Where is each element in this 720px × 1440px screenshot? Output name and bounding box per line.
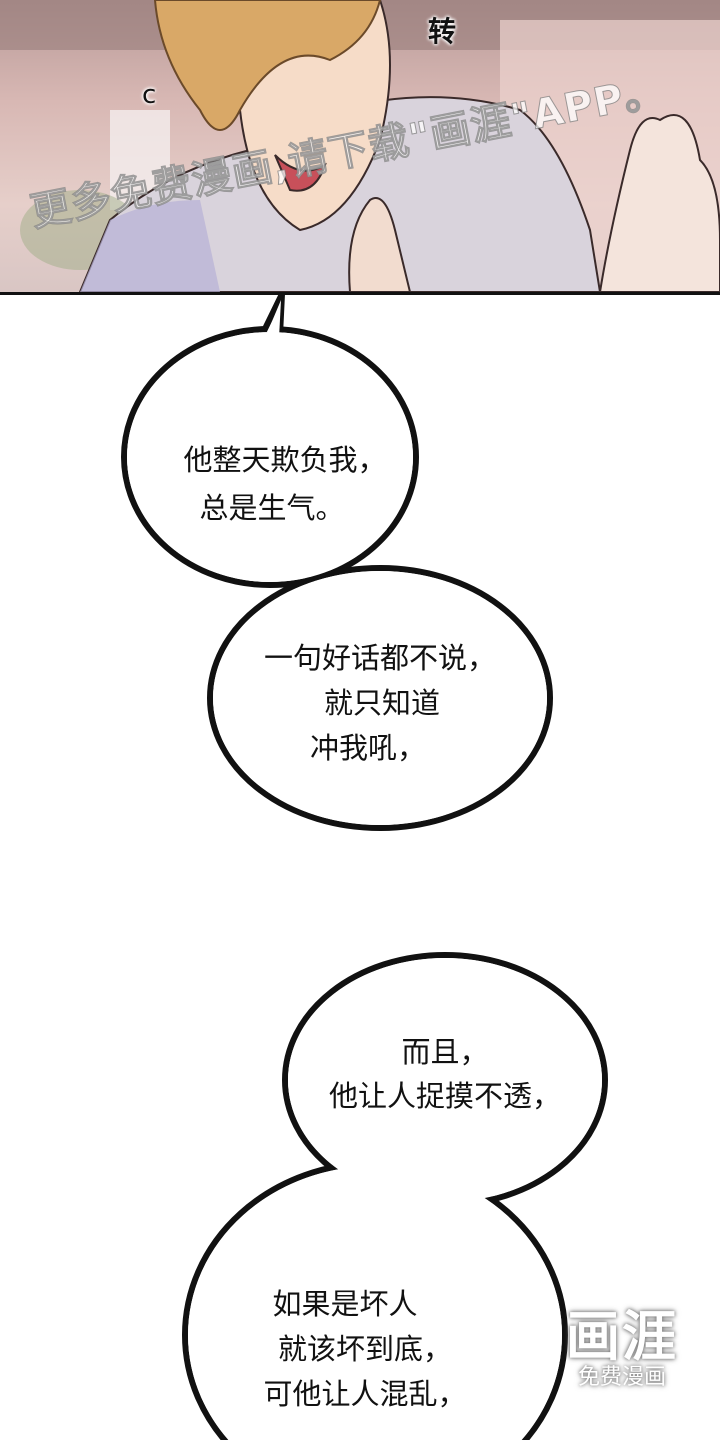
character-illustration bbox=[0, 0, 720, 292]
bubble-text-line: 总是生气。 bbox=[199, 491, 345, 525]
bubble-text-line: 他让人捉摸不透， bbox=[328, 1079, 562, 1113]
logo-subtitle: 免费漫画 bbox=[577, 1365, 666, 1390]
bubble-text-line: 冲我吼， bbox=[309, 731, 427, 765]
bubble-text-line: 就只知道 bbox=[323, 686, 441, 720]
bubble-text-line: 可他让人混乱， bbox=[263, 1377, 467, 1411]
bubble-text-line: 一句好话都不说， bbox=[263, 641, 497, 675]
bubble-text-line: 他整天欺负我， bbox=[183, 443, 387, 477]
bubble-fills bbox=[127, 300, 602, 1440]
sfx-c: c bbox=[142, 80, 157, 110]
watermark-logo: 画涯 免费漫画 bbox=[552, 1310, 692, 1393]
sfx-turn: 转 bbox=[428, 15, 457, 48]
comic-panel-top: 转 c 更多免费漫画,请下载"画涯"APP。 bbox=[0, 0, 720, 295]
bubble-text-line: 就该坏到底， bbox=[277, 1332, 453, 1366]
bubble-text-line: 如果是坏人 bbox=[272, 1287, 418, 1321]
logo-title: 画涯 bbox=[566, 1305, 678, 1368]
bubble-text-line: 而且， bbox=[401, 1035, 489, 1069]
